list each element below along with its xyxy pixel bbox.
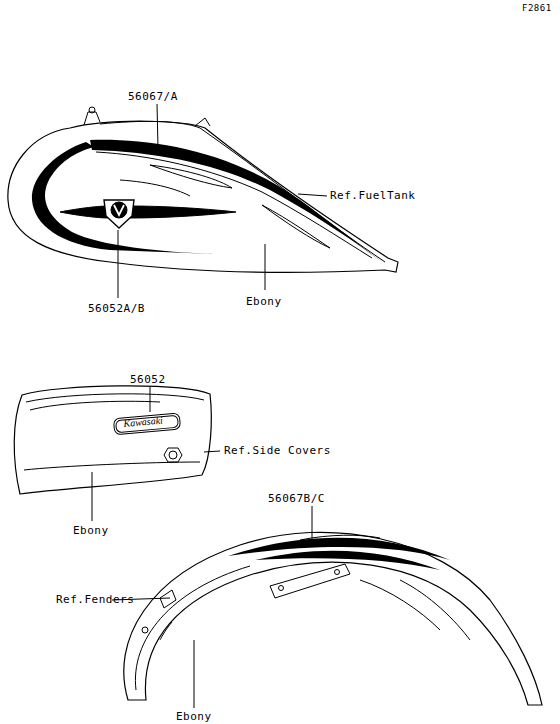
callout-number: 56052A/B bbox=[88, 302, 145, 315]
color-label: Ebony bbox=[73, 524, 109, 537]
reference-label: Ref.Fenders bbox=[56, 593, 134, 606]
reference-label: Ref.FuelTank bbox=[330, 189, 415, 202]
callout-number: 56067/A bbox=[128, 90, 178, 103]
color-label: Ebony bbox=[176, 710, 212, 723]
reference-label: Ref.Side Covers bbox=[224, 444, 331, 457]
callout-number: 56067B/C bbox=[268, 492, 325, 505]
callout-number: 56052 bbox=[130, 373, 166, 386]
figure-number: F2861 bbox=[522, 2, 552, 15]
color-label: Ebony bbox=[246, 295, 282, 308]
